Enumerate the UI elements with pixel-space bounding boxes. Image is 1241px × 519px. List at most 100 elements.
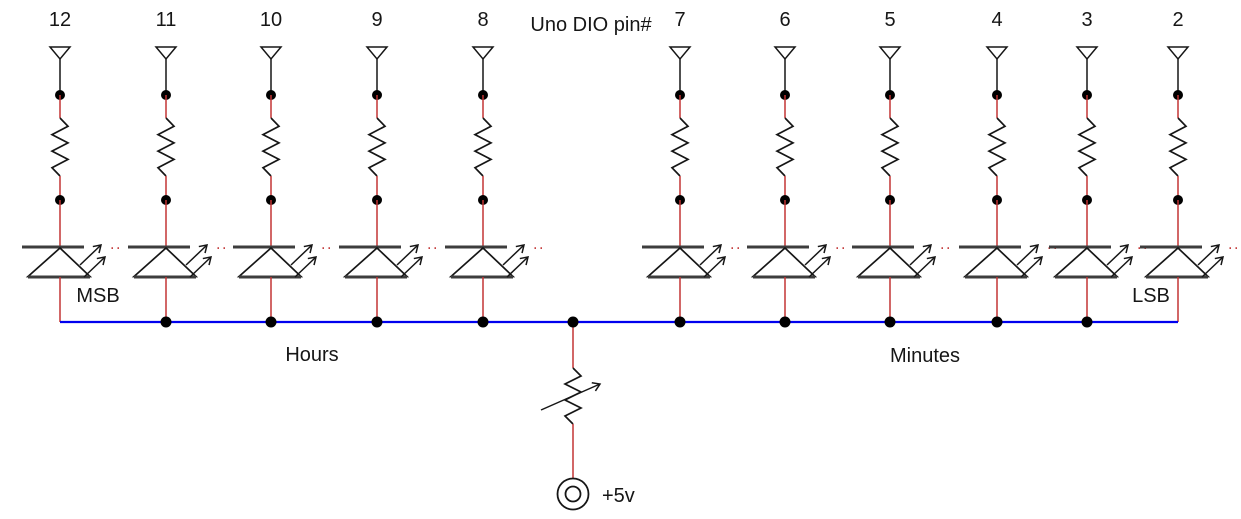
- resistor-icon: [156, 117, 176, 177]
- dio-pin-connector-icon: [259, 46, 283, 61]
- light-arrow-icon: [1020, 256, 1044, 278]
- supply-branch: +5v: [540, 322, 635, 511]
- led-marker-dots: ··: [533, 241, 545, 257]
- pin-column-7: 7··: [642, 9, 742, 322]
- dio-pin-connector-icon: [985, 46, 1009, 61]
- dio-pin-connector-icon: [878, 46, 902, 61]
- supply-connector-inner-icon: [564, 485, 582, 503]
- lsb-label: LSB: [1132, 285, 1170, 307]
- light-arrow-icon: [1201, 256, 1225, 278]
- light-arrow-icon: [703, 256, 727, 278]
- resistor-icon: [473, 117, 493, 177]
- pin-column-3: 3 ··: [1049, 9, 1149, 322]
- led-icon: [747, 244, 832, 279]
- led-marker-dots: ··: [835, 241, 847, 257]
- pin-number-label: 5: [884, 9, 895, 31]
- led-marker-dots: ··: [1137, 241, 1149, 257]
- led-triangle: [236, 246, 304, 278]
- led-marker-dots: ··: [216, 241, 228, 257]
- pin-column-6: 6 ··: [747, 9, 847, 322]
- pin-column-9: 9 ··: [339, 9, 439, 322]
- minutes-label: Minutes: [890, 345, 960, 367]
- led-icon: [445, 244, 530, 279]
- light-arrow-icon: [808, 256, 832, 278]
- pin-column-11: 11 ··: [128, 9, 228, 322]
- pin-number-label: 11: [156, 9, 177, 31]
- led-triangle: [645, 246, 713, 278]
- led-marker-dots: ··: [730, 241, 742, 257]
- led-triangle: [1143, 246, 1211, 278]
- led-icon: [852, 244, 937, 279]
- title-label: Uno DIO pin#: [530, 14, 652, 36]
- light-arrow-icon: [185, 244, 209, 266]
- light-arrow-icon: [909, 244, 933, 266]
- led-triangle: [448, 246, 516, 278]
- dio-pin-connector-icon: [471, 46, 495, 61]
- led-triangle: [1052, 246, 1120, 278]
- pin-number-label: 10: [260, 9, 282, 31]
- pin-columns: 12··11··10··9··8··7··6··5··4··3··2··: [22, 9, 1240, 322]
- light-arrow-icon: [1110, 256, 1134, 278]
- led-triangle: [750, 246, 818, 278]
- resistor-icon: [775, 117, 795, 177]
- resistor-icon: [1077, 117, 1097, 177]
- bus-junction-dot: [371, 316, 383, 328]
- light-arrow-icon: [502, 244, 526, 266]
- pin-number-label: 2: [1172, 9, 1183, 31]
- light-arrow-icon: [804, 244, 828, 266]
- light-arrow-icon: [1106, 244, 1130, 266]
- resistor-icon: [261, 117, 281, 177]
- led-icon: [959, 244, 1044, 279]
- bus-junction-dot: [674, 316, 686, 328]
- led-icon: [1049, 244, 1134, 279]
- led-icon: [233, 244, 318, 279]
- pin-number-label: 3: [1081, 9, 1092, 31]
- light-arrow-icon: [83, 256, 107, 278]
- bus-junction-dot: [265, 316, 277, 328]
- led-triangle: [131, 246, 199, 278]
- bus-junction-dot: [991, 316, 1003, 328]
- pin-column-4: 4 ··: [959, 9, 1059, 322]
- labels: Uno DIO pin# MSB LSB Hours Minutes: [76, 14, 1170, 367]
- led-marker-dots: ··: [1228, 241, 1240, 257]
- pin-column-5: 5 ··: [852, 9, 952, 322]
- pin-number-label: 6: [779, 9, 790, 31]
- resistor-icon: [50, 117, 70, 177]
- bus-junction-dot: [884, 316, 896, 328]
- light-arrow-icon: [699, 244, 723, 266]
- light-arrow-icon: [290, 244, 314, 266]
- light-arrow-icon: [189, 256, 213, 278]
- pin-column-2: 2 ··: [1140, 9, 1240, 322]
- pin-number-label: 8: [477, 9, 488, 31]
- variable-resistor-arrow-icon: [540, 381, 602, 411]
- power-bus: [60, 316, 1178, 328]
- bus-junction-dot: [477, 316, 489, 328]
- dio-pin-connector-icon: [154, 46, 178, 61]
- bus-junction-dot: [1081, 316, 1093, 328]
- light-arrow-icon: [396, 244, 420, 266]
- led-marker-dots: ··: [427, 241, 439, 257]
- dio-pin-connector-icon: [48, 46, 72, 61]
- dio-pin-connector-icon: [1075, 46, 1099, 61]
- pin-number-label: 4: [991, 9, 1002, 31]
- led-marker-dots: ··: [1047, 241, 1059, 257]
- light-arrow-icon: [79, 244, 103, 266]
- led-icon: [1140, 244, 1225, 279]
- pin-number-label: 9: [371, 9, 382, 31]
- dio-pin-connector-icon: [1166, 46, 1190, 61]
- resistor-icon: [987, 117, 1007, 177]
- resistor-icon: [1168, 117, 1188, 177]
- hours-label: Hours: [285, 344, 338, 366]
- pin-column-12: 12··: [22, 9, 120, 322]
- light-arrow-icon: [400, 256, 424, 278]
- bus-junction-dot: [160, 316, 172, 328]
- led-triangle: [855, 246, 923, 278]
- resistor-icon: [670, 117, 690, 177]
- pin-number-label: 12: [49, 9, 71, 31]
- led-marker-dots: ··: [321, 241, 333, 257]
- light-arrow-icon: [294, 256, 318, 278]
- light-arrow-icon: [1197, 244, 1221, 266]
- led-marker-dots: ··: [940, 241, 952, 257]
